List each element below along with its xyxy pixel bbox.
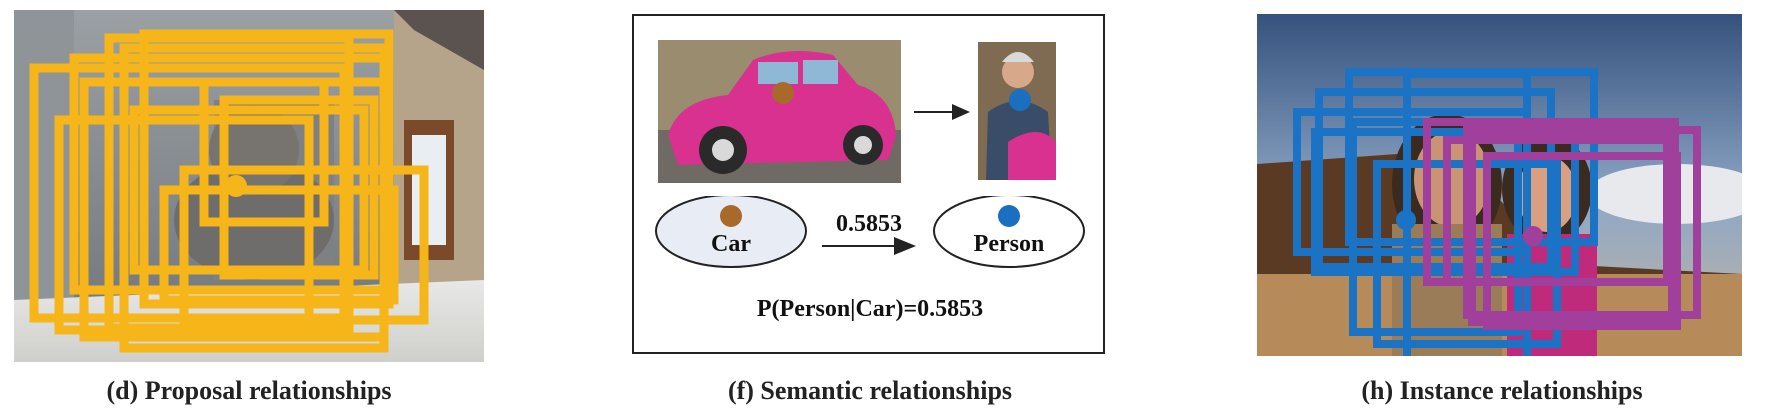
probability-formula: P(Person|Car)=0.5853	[757, 296, 983, 322]
relationship-graph: Car 0.5853 Person P(Person|Car)=0.5853	[655, 196, 1085, 322]
car-node-dot	[720, 205, 742, 227]
caption-semantic: (f) Semantic relationships	[727, 376, 1013, 405]
caption-proposal: (d) Proposal relationships	[106, 376, 392, 405]
person-node	[933, 196, 1085, 268]
caption-instance: (h) Instance relationships	[1361, 376, 1643, 405]
car-node-label: Car	[711, 231, 751, 257]
proposal-panel	[14, 10, 484, 362]
person-node-dot	[998, 205, 1020, 227]
person-node-label: Person	[974, 231, 1045, 257]
arrow-photos	[914, 104, 970, 120]
instance-panel	[1257, 14, 1742, 356]
car-image	[658, 40, 901, 183]
car-node	[655, 196, 807, 268]
proposal-boxes	[29, 29, 429, 353]
semantic-panel: Car 0.5853 Person P(Person|Car)=0.5853	[632, 14, 1105, 354]
instance-image	[1257, 14, 1742, 356]
person-image	[978, 42, 1056, 180]
edge-weight: 0.5853	[836, 211, 902, 237]
proposal-image	[14, 10, 484, 362]
